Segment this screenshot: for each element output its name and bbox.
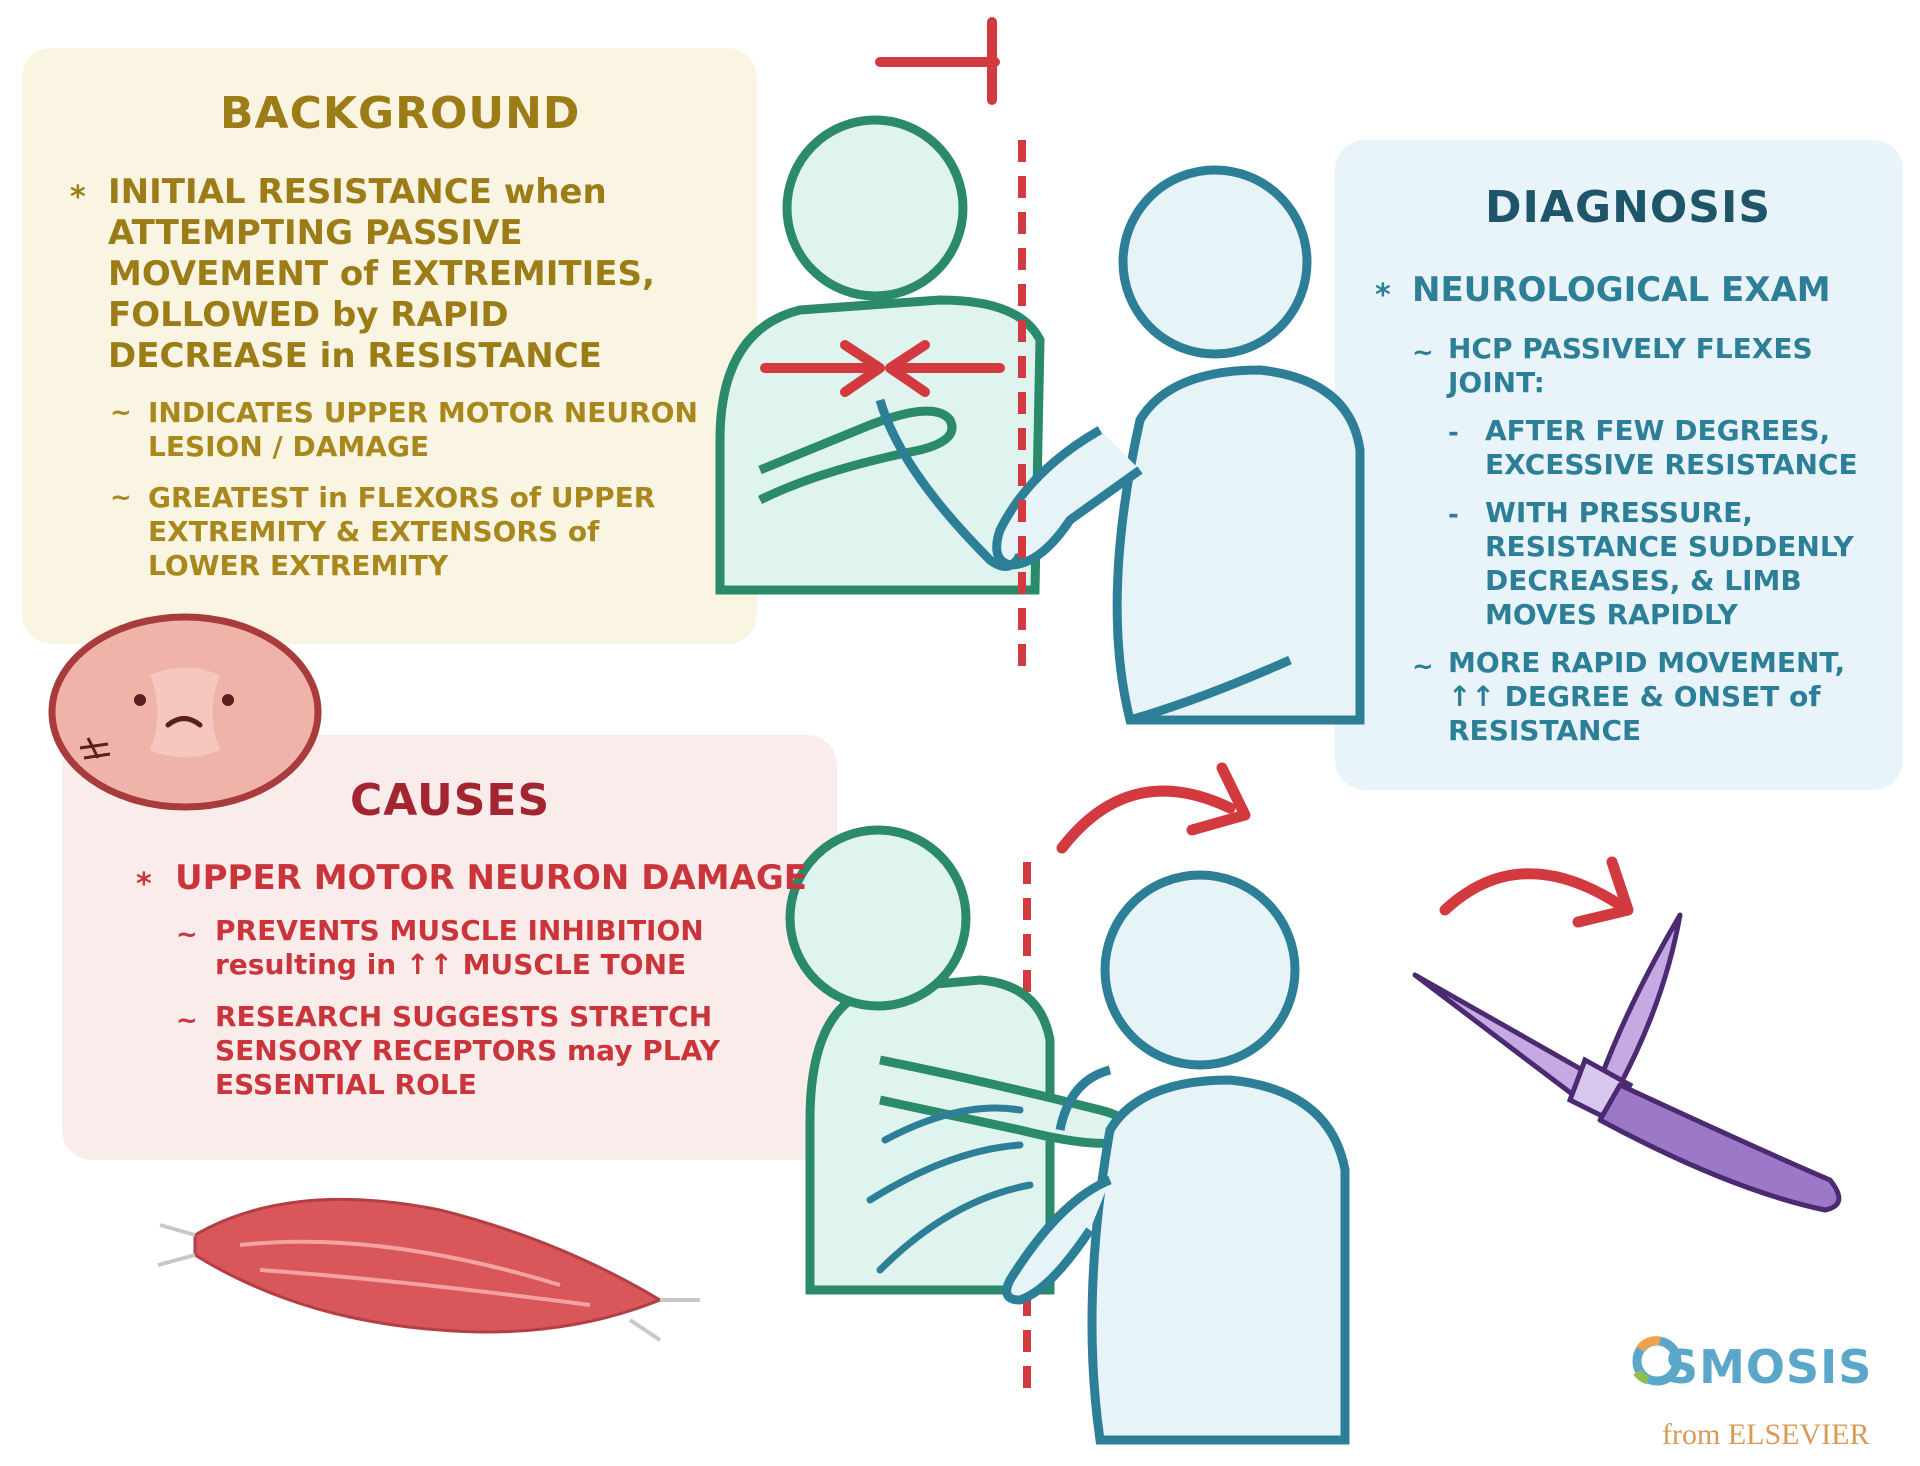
causes-title: CAUSES [350,775,551,826]
bullet-tilde: ~ [176,1006,198,1036]
diagnosis-title: DIAGNOSIS [1485,182,1772,233]
bullet-tilde: ~ [176,920,198,950]
pocket-knife-icon [1412,912,1842,1213]
causes-sub-point-1: PREVENTS MUSCLE INHIBITION resulting in … [215,914,704,981]
background-sub-point-1: INDICATES UPPER MOTOR NEURON LESION / DA… [148,396,698,463]
bullet-dash: - [1448,500,1459,530]
diagnosis-panel [1335,140,1903,790]
curved-arrow-icon [1056,762,1251,854]
diagnosis-detail-1: AFTER FEW DEGREES, EXCESSIVE RESISTANCE [1485,414,1858,481]
bullet-tilde: ~ [1412,652,1434,682]
diagnosis-sub-point-1: HCP PASSIVELY FLEXES JOINT: [1448,332,1813,399]
causes-sub-point-2: RESEARCH SUGGESTS STRETCH SENSORY RECEPT… [215,1000,720,1101]
patient-figure-bottom [785,825,1134,1295]
background-sub-point-2: GREATEST in FLEXORS of UPPER EXTREMITY &… [148,481,656,582]
diagnosis-main-point: NEUROLOGICAL EXAM [1412,270,1831,310]
background-title: BACKGROUND [220,88,581,139]
curved-arrow-right-icon [1439,856,1634,928]
muscle-icon [157,1197,700,1342]
logo-subtitle: from ELSEVIER [1662,1418,1870,1451]
bullet-star: * [70,180,86,215]
bullet-tilde: ~ [1412,338,1434,368]
bullet-tilde: ~ [110,483,132,513]
spinal-cord-icon [48,613,322,811]
hcp-figure-bottom [1002,870,1350,1445]
bullet-tilde: ~ [110,398,132,428]
causes-main-point: UPPER MOTOR NEURON DAMAGE [175,858,808,898]
compression-arrows-icon [760,340,1005,397]
diagnosis-detail-2: WITH PRESSURE, RESISTANCE SUDDENLY DECRE… [1485,496,1854,631]
bullet-star: * [136,867,152,902]
motion-lines-icon [866,1104,1034,1274]
background-panel [22,48,757,644]
patient-figure-top [715,115,1045,595]
hcp-figure-top [875,165,1365,725]
block-sign-icon [875,17,1000,105]
osmosis-logo-icon [1632,1336,1682,1386]
bullet-dash: - [1448,418,1459,448]
logo-wordmark: SMOSIS [1665,1340,1873,1394]
background-main-point: INITIAL RESISTANCE when ATTEMPTING PASSI… [108,172,655,376]
diagnosis-sub-point-2: MORE RAPID MOVEMENT, ↑↑ DEGREE & ONSET o… [1448,646,1846,747]
bullet-star: * [1375,278,1391,313]
